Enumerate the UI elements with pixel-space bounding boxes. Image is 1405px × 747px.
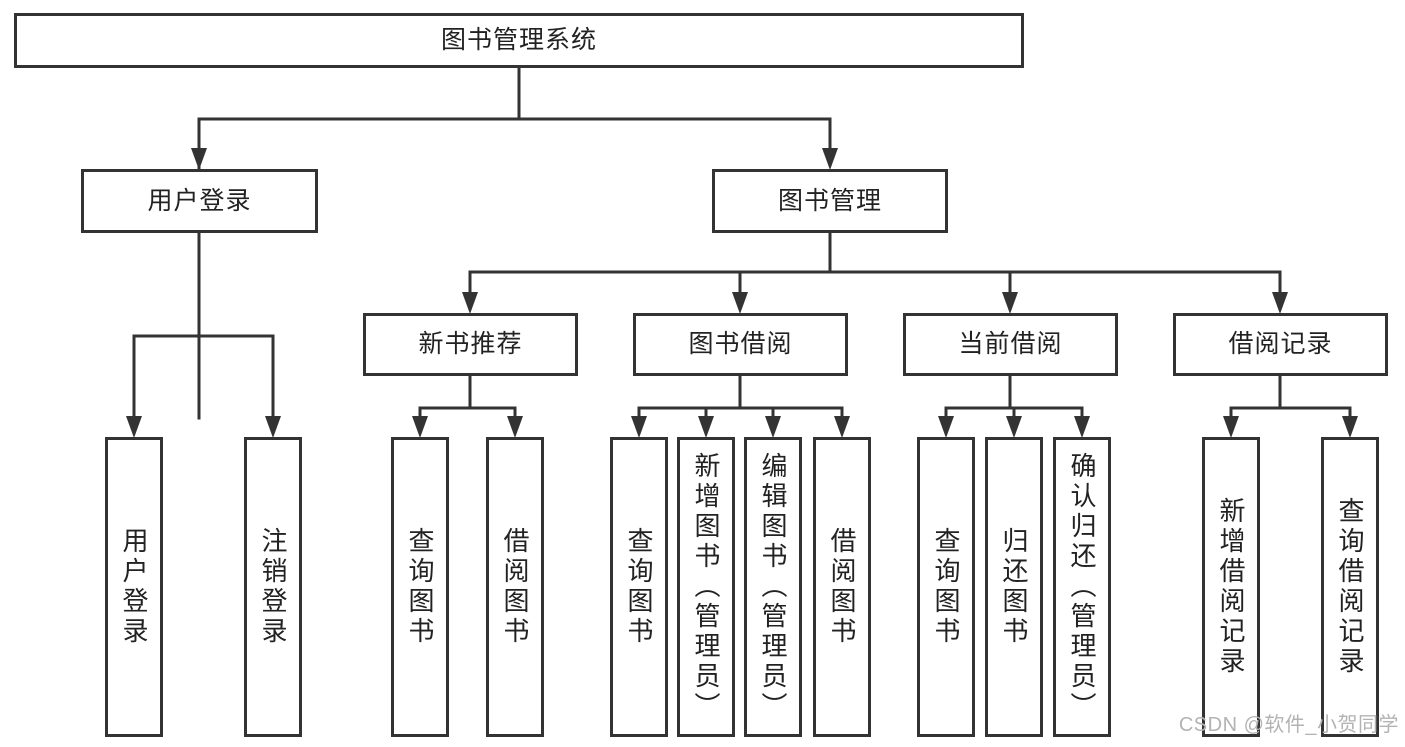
node-label: 用户登录 (119, 527, 149, 647)
arrow-down-icon (265, 416, 281, 438)
leaf-add-borrow-record: 新增借阅记录 (1202, 437, 1260, 737)
node-book-borrow: 图书借阅 (633, 313, 848, 376)
leaf-confirm-return-admin: 确认归还（管理员） (1053, 437, 1111, 737)
node-label: 注销登录 (258, 527, 288, 647)
arrow-down-icon (732, 292, 748, 314)
node-label: 查询图书 (405, 527, 435, 647)
node-label: 当前借阅 (958, 330, 1063, 358)
arrow-down-icon (126, 416, 142, 438)
leaf-edit-book-admin: 编辑图书（管理员） (744, 437, 802, 737)
node-new-book-recommend: 新书推荐 (363, 313, 578, 376)
leaf-return-book: 归还图书 (985, 437, 1043, 737)
arrow-down-icon (1074, 416, 1090, 438)
node-label: 图书管理系统 (440, 26, 597, 54)
node-label: 查询图书 (931, 527, 961, 647)
node-label: 新增图书（管理员） (691, 452, 721, 722)
node-label: 确认归还（管理员） (1067, 452, 1097, 722)
node-label: 用户登录 (147, 186, 252, 215)
arrow-down-icon (938, 416, 954, 438)
arrow-down-icon (1342, 416, 1358, 438)
leaf-query-books-borrow: 查询图书 (610, 437, 668, 737)
node-label: 新书推荐 (418, 330, 523, 358)
edge-new-book-recommend-to-leaves (412, 373, 523, 438)
node-root-system: 图书管理系统 (14, 13, 1024, 68)
leaf-add-book-admin: 新增图书（管理员） (677, 437, 735, 737)
edge-book-management-to-level2 (462, 229, 1288, 314)
node-label: 查询借阅记录 (1335, 497, 1365, 677)
node-label: 归还图书 (999, 527, 1029, 647)
node-label: 编辑图书（管理员） (758, 452, 788, 722)
arrow-down-icon (834, 416, 850, 438)
edge-user-login-to-leaves (126, 229, 281, 438)
node-label: 图书借阅 (688, 330, 793, 358)
arrow-down-icon (1223, 416, 1239, 438)
edge-book-borrow-to-leaves (631, 373, 850, 438)
arrow-down-icon (698, 416, 714, 438)
arrow-down-icon (462, 292, 478, 314)
node-current-borrow: 当前借阅 (903, 313, 1118, 376)
leaf-borrow-books-recommend: 借阅图书 (486, 437, 544, 737)
leaf-user-login: 用户登录 (105, 437, 163, 737)
edge-borrow-records-to-leaves (1223, 373, 1358, 438)
arrow-down-icon (765, 416, 781, 438)
arrow-down-icon (631, 416, 647, 438)
node-label: 图书管理 (777, 186, 882, 215)
arrow-down-icon (1272, 292, 1288, 314)
node-book-management: 图书管理 (712, 169, 948, 233)
arrow-down-icon (1006, 416, 1022, 438)
arrow-down-icon (822, 148, 838, 170)
leaf-logout: 注销登录 (244, 437, 302, 737)
arrow-down-icon (191, 148, 207, 170)
csdn-watermark: CSDN @软件_小贺同学 (1178, 714, 1399, 736)
node-label: 借阅图书 (500, 527, 530, 647)
arrow-down-icon (507, 416, 523, 438)
edge-root-to-level1 (191, 64, 838, 420)
node-label: 借阅图书 (827, 527, 857, 647)
arrow-down-icon (412, 416, 428, 438)
node-user-login: 用户登录 (81, 169, 318, 233)
edge-current-borrow-to-leaves (938, 373, 1090, 438)
node-label: 查询图书 (624, 527, 654, 647)
node-label: 借阅记录 (1228, 330, 1333, 358)
node-label: 新增借阅记录 (1216, 497, 1246, 677)
leaf-borrow-books: 借阅图书 (813, 437, 871, 737)
leaf-query-books-recommend: 查询图书 (391, 437, 449, 737)
leaf-query-books-current: 查询图书 (917, 437, 975, 737)
leaf-query-borrow-record: 查询借阅记录 (1321, 437, 1379, 737)
arrow-down-icon (1002, 292, 1018, 314)
node-borrow-records: 借阅记录 (1173, 313, 1388, 376)
